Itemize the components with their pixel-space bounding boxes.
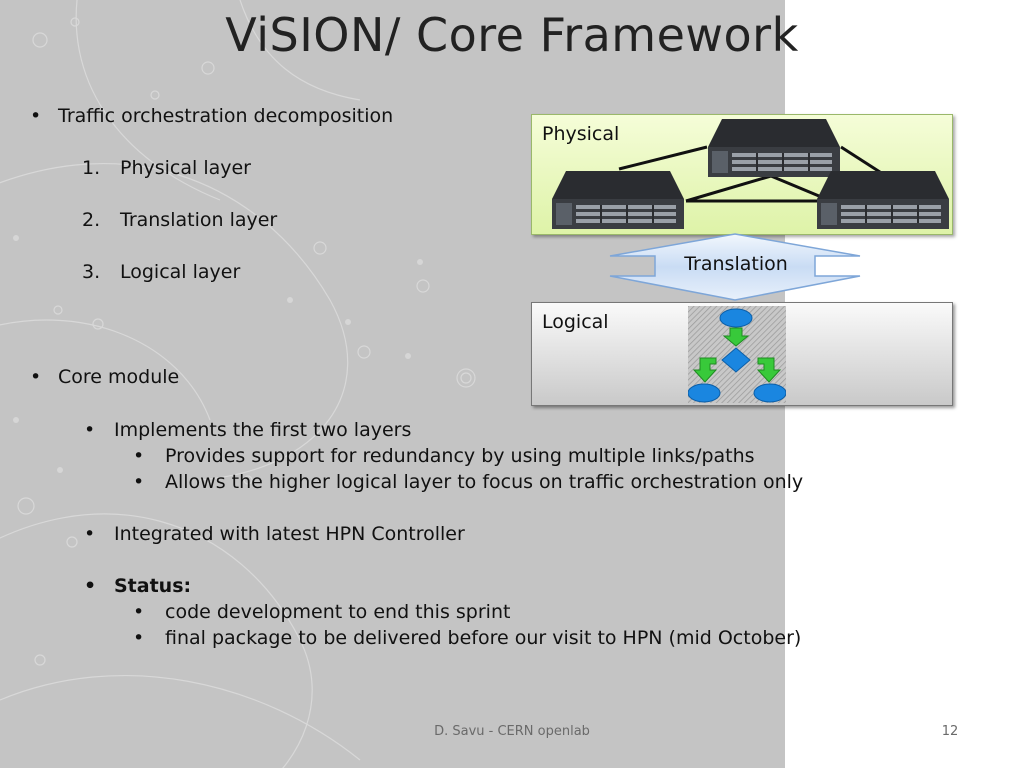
decorative-circles-background bbox=[0, 0, 476, 768]
bullet-marker: • bbox=[133, 601, 145, 623]
physical-label: Physical bbox=[542, 123, 620, 145]
bullet-marker: • bbox=[133, 471, 145, 493]
bullet-text: Allows the higher logical layer to focus… bbox=[165, 471, 804, 493]
sub-bullet-hpn-controller: • Integrated with latest HPN Controller bbox=[84, 523, 465, 545]
network-switch-icon bbox=[552, 171, 684, 229]
bullet-marker: • bbox=[84, 419, 96, 441]
sub-sub-bullet-focus: • Allows the higher logical layer to focu… bbox=[133, 471, 803, 493]
numbered-text: Translation layer bbox=[120, 209, 278, 231]
bullet-text: final package to be delivered before our… bbox=[165, 627, 802, 649]
bullet-text: Status: bbox=[114, 575, 192, 597]
network-switch-icon bbox=[708, 119, 840, 177]
sub-bullet-implements: • Implements the first two layers bbox=[84, 419, 411, 441]
logical-label: Logical bbox=[542, 311, 609, 333]
number-marker: 3. bbox=[82, 261, 101, 283]
sub-sub-bullet-redundancy: • Provides support for redundancy by usin… bbox=[133, 445, 755, 467]
number-marker: 2. bbox=[82, 209, 101, 231]
page-number: 12 bbox=[941, 724, 959, 739]
numbered-item-logical: 3. Logical layer bbox=[82, 261, 240, 283]
numbered-item-translation: 2. Translation layer bbox=[82, 209, 277, 231]
flowchart-icon bbox=[688, 306, 786, 403]
translation-label: Translation bbox=[684, 253, 788, 275]
translation-double-arrow bbox=[609, 233, 861, 301]
bullet-text: code development to end this sprint bbox=[165, 601, 511, 623]
bullet-marker: • bbox=[133, 627, 145, 649]
network-switch-icon bbox=[817, 171, 949, 229]
bullet-marker: • bbox=[84, 523, 96, 545]
sub-bullet-status: • Status: bbox=[84, 575, 191, 597]
bullet-text: Implements the first two layers bbox=[114, 419, 412, 441]
bullet-text: Provides support for redundancy by using… bbox=[165, 445, 755, 467]
numbered-text: Physical layer bbox=[120, 157, 251, 179]
bullet-text: Integrated with latest HPN Controller bbox=[114, 523, 465, 545]
sub-sub-bullet-package: • final package to be delivered before ou… bbox=[133, 627, 801, 649]
number-marker: 1. bbox=[82, 157, 101, 179]
bullet-marker: • bbox=[84, 575, 97, 597]
sub-sub-bullet-sprint: • code development to end this sprint bbox=[133, 601, 510, 623]
slide-title: ViSION/ Core Framework bbox=[225, 8, 799, 62]
bullet-text: Core module bbox=[58, 366, 180, 388]
bullet-marker: • bbox=[30, 366, 42, 388]
footer-author: D. Savu - CERN openlab bbox=[434, 724, 590, 739]
numbered-item-physical: 1. Physical layer bbox=[82, 157, 251, 179]
numbered-text: Logical layer bbox=[120, 261, 241, 283]
bullet-marker: • bbox=[133, 445, 145, 467]
bullet-text: Traffic orchestration decomposition bbox=[58, 105, 394, 127]
bullet-marker: • bbox=[30, 105, 42, 127]
bullet-traffic-orchestration: • Traffic orchestration decomposition bbox=[30, 105, 393, 127]
bullet-core-module: • Core module bbox=[30, 366, 179, 388]
